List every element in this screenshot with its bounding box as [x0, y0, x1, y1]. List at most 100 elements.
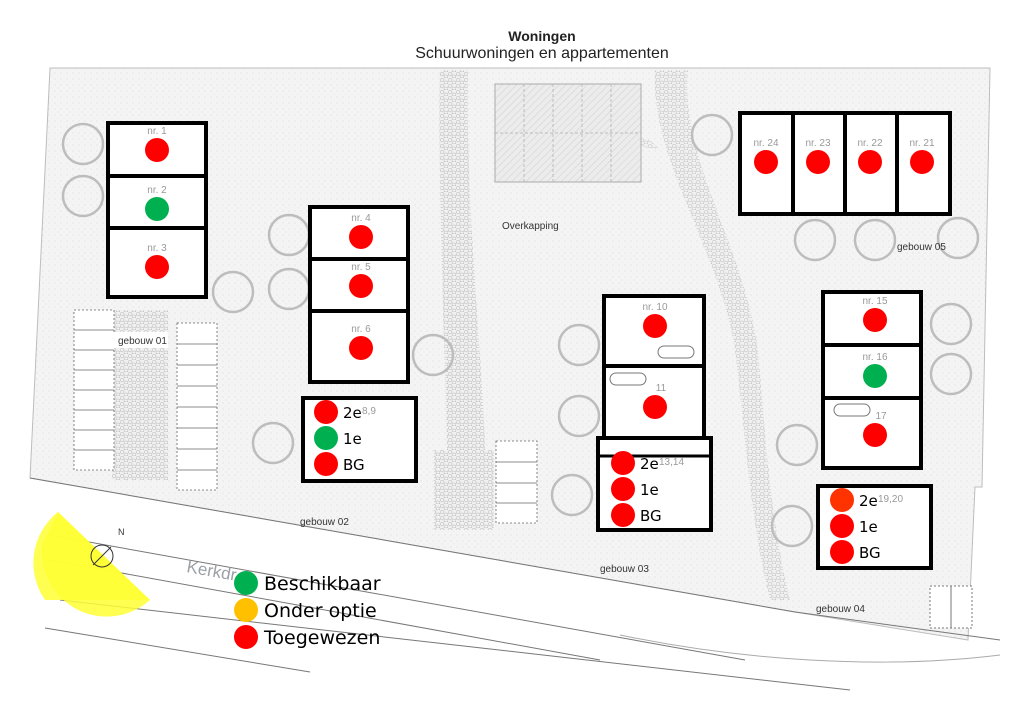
gravel-path-left [434, 70, 494, 530]
floor-label: BG [640, 507, 662, 525]
unit-label: nr. 6 [351, 324, 371, 335]
unit-label: nr. 15 [862, 296, 887, 307]
floor-label: 2e [640, 455, 659, 473]
status-dot [858, 150, 882, 174]
unit-label: nr. 23 [805, 138, 830, 149]
compass: N [33, 512, 151, 617]
status-dot [145, 255, 169, 279]
page-subtitle: Schuurwoningen en appartementen [415, 45, 669, 62]
overkapping-roof [494, 83, 642, 183]
legend-label: Onder optie [264, 600, 377, 622]
unit[interactable]: nr. 22 [857, 138, 883, 174]
gebouw04-label: gebouw 04 [816, 604, 865, 615]
floor-label: BG [343, 456, 365, 474]
unit-label: nr. 21 [909, 138, 934, 149]
unit-label: nr. 10 [642, 302, 667, 313]
gebouw05-label: gebouw 05 [897, 242, 946, 253]
gebouw01-label: gebouw 01 [118, 336, 167, 347]
status-dot [754, 150, 778, 174]
gebouw02-label: gebouw 02 [300, 517, 349, 528]
unit[interactable]: 11 [643, 383, 667, 419]
unit[interactable]: nr. 10 [642, 302, 668, 338]
overkapping-label: Overkapping [502, 221, 559, 232]
road [29, 477, 1001, 691]
status-dot [863, 423, 887, 447]
unit[interactable]: nr. 1 [145, 126, 169, 162]
floor-status-dot[interactable] [830, 514, 854, 538]
unit-label: nr. 3 [147, 243, 167, 254]
floor-label: 2e [343, 404, 362, 422]
status-dot [349, 274, 373, 298]
floor-label: 1e [343, 430, 362, 448]
unit[interactable]: nr. 16 [862, 352, 888, 388]
unit-label: nr. 16 [862, 352, 887, 363]
floor-label: 1e [859, 518, 878, 536]
floor-status-dot[interactable] [611, 451, 635, 475]
apartment-block-label: 13,14 [659, 457, 684, 468]
north-label: N [118, 527, 125, 537]
floor-status-dot[interactable] [611, 477, 635, 501]
apartment-block-label: 8,9 [362, 406, 376, 417]
status-dot [910, 150, 934, 174]
unit-label: nr. 4 [351, 213, 371, 224]
units-layer: nr. 1 nr. 2 nr. 3 nr. 4 nr. 5 nr. 6 nr. 10 11 nr… [145, 126, 935, 447]
unit-label: nr. 24 [753, 138, 778, 149]
unit[interactable]: 17 [863, 411, 887, 447]
floor-label: 1e [640, 481, 659, 499]
floor-status-dot[interactable] [611, 503, 635, 527]
unit-label: nr. 1 [147, 126, 167, 137]
status-dot [643, 314, 667, 338]
legend-dot [234, 598, 258, 622]
floor-status-dot[interactable] [830, 540, 854, 564]
floor-status-dot[interactable] [314, 426, 338, 450]
floor-status-dot[interactable] [314, 452, 338, 476]
unit[interactable]: nr. 21 [909, 138, 935, 174]
unit-label: 11 [656, 383, 667, 394]
trees [61, 113, 980, 548]
unit[interactable]: nr. 4 [349, 213, 373, 249]
parking-bays-gebouw01 [73, 309, 218, 491]
gebouw03-label: gebouw 03 [600, 564, 649, 575]
unit[interactable]: nr. 6 [349, 324, 373, 360]
unit[interactable]: nr. 23 [805, 138, 831, 174]
status-dot [863, 364, 887, 388]
status-dot [349, 336, 373, 360]
floor-label: BG [859, 544, 881, 562]
unit[interactable]: nr. 2 [145, 185, 169, 221]
legend-dot [234, 625, 258, 649]
unit-label: nr. 22 [857, 138, 882, 149]
unit[interactable]: nr. 3 [145, 243, 169, 279]
legend-item: Toegewezen [234, 625, 380, 649]
unit[interactable]: nr. 24 [753, 138, 779, 174]
status-dot [145, 138, 169, 162]
status-dot [806, 150, 830, 174]
gebouw01-label-bg [112, 332, 168, 348]
legend-label: Toegewezen [263, 627, 380, 649]
car-icons [609, 345, 871, 417]
street-label: Kerkdr [185, 557, 238, 584]
shed-gebouw04 [929, 585, 973, 629]
floor-status-dot[interactable] [314, 400, 338, 424]
legend-dot [234, 571, 258, 595]
status-dot [643, 395, 667, 419]
unit-label: nr. 5 [351, 262, 371, 273]
legend-item: Onder optie [234, 598, 377, 622]
apartment-block-label: 19,20 [878, 494, 903, 505]
unit[interactable]: nr. 15 [862, 296, 888, 332]
parking-bays-gebouw03 [495, 440, 538, 524]
unit[interactable]: nr. 5 [349, 262, 373, 298]
page-title: Woningen [508, 28, 576, 44]
status-dot [863, 308, 887, 332]
legend-item: Beschikbaar [234, 571, 381, 595]
floor-status-dot[interactable] [830, 488, 854, 512]
unit-label: nr. 2 [147, 185, 167, 196]
status-dot [145, 197, 169, 221]
floor-label: 2e [859, 492, 878, 510]
status-dot [349, 225, 373, 249]
